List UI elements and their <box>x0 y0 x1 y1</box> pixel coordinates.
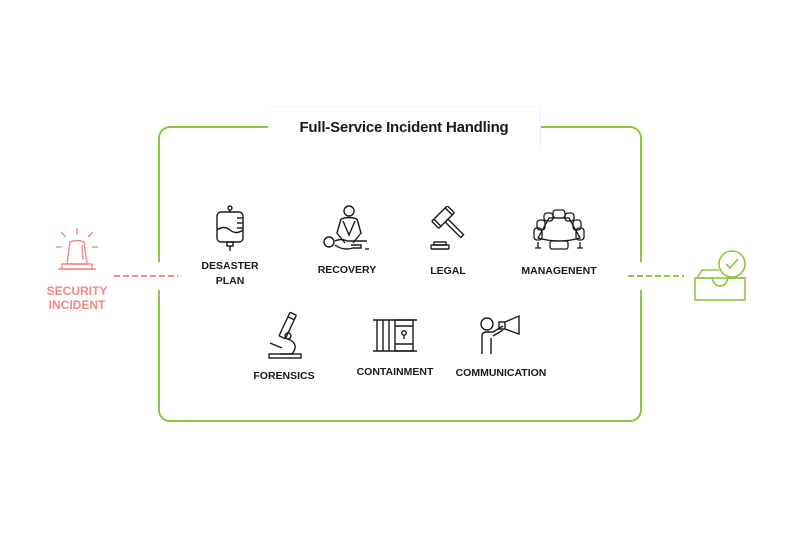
service-containment: CONTAINMENT <box>350 318 440 380</box>
label-line1: MANAGENENT <box>521 265 597 277</box>
cpr-icon <box>323 205 369 250</box>
megaphone-person-icon <box>480 314 520 354</box>
label-line1: COMMUNICATION <box>455 367 547 379</box>
service-management: MANAGENENT <box>516 208 602 279</box>
gavel-icon <box>430 206 465 250</box>
service-legal: LEGAL <box>420 206 476 279</box>
service-recovery: RECOVERY <box>312 205 382 278</box>
label-line1: CONTAINMENT <box>356 366 434 378</box>
service-label: COMMUNICATION <box>448 366 554 381</box>
service-label: LEGAL <box>420 264 476 279</box>
microscope-icon <box>268 311 302 359</box>
service-label: DESASTER PLAN <box>198 259 262 289</box>
incident-connector <box>114 275 178 277</box>
incident-label-line2: INCIDENT <box>48 298 106 312</box>
service-label: RECOVERY <box>312 263 382 278</box>
diagram-title: Full-Service Incident Handling <box>299 118 509 136</box>
iv-bag-icon <box>216 205 244 251</box>
service-label: CONTAINMENT <box>350 365 440 380</box>
label-line2: PLAN <box>215 275 245 287</box>
title-block: Full-Service Incident Handling <box>268 106 541 147</box>
service-label: FORENSICS <box>246 369 322 384</box>
service-desaster-plan: DESASTER PLAN <box>198 205 262 289</box>
label-line1: FORENSICS <box>253 370 315 382</box>
label-line1: LEGAL <box>430 265 466 277</box>
conference-table-icon <box>533 209 585 250</box>
incident-label-line1: SECURITY <box>46 284 108 298</box>
resolved-connector <box>628 275 684 277</box>
jail-cell-icon <box>373 319 417 352</box>
service-label: MANAGENENT <box>516 264 602 279</box>
security-incident-label: SECURITY INCIDENT <box>30 284 124 312</box>
label-line1: DESASTER <box>201 260 259 272</box>
service-forensics: FORENSICS <box>246 310 322 384</box>
siren-icon <box>52 226 102 279</box>
inbox-check-icon <box>692 248 750 309</box>
label-line1: RECOVERY <box>317 264 377 276</box>
service-communication: COMMUNICATION <box>448 314 554 381</box>
